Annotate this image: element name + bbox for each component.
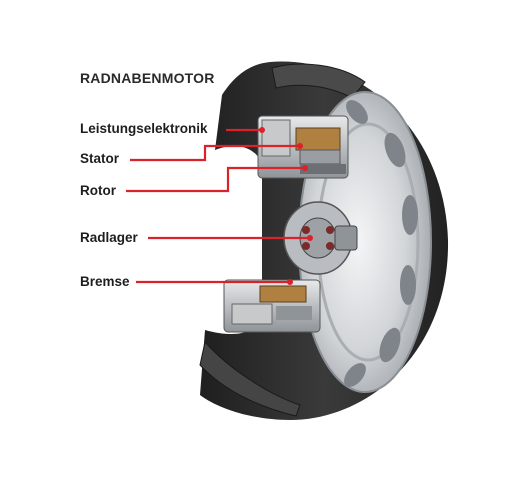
label-rotor: Rotor [80,183,116,198]
hub-bearing [283,201,358,275]
leader-dots [259,127,313,285]
tire-tread-upper [271,63,366,99]
diagram-title: RADNABENMOTOR [80,70,215,86]
motor-upper-section [257,115,349,179]
tire-tread-lower [199,340,301,417]
leader-lines [126,128,310,284]
label-radlager: Radlager [80,230,138,245]
label-leistungselektronik: Leistungselektronik [80,121,208,136]
leader-rotor [126,166,305,193]
rim-vent-holes [344,100,418,387]
label-bremse: Bremse [80,274,130,289]
label-stator: Stator [80,151,120,166]
motor-lower-section [223,279,321,333]
leader-stator [130,144,300,162]
